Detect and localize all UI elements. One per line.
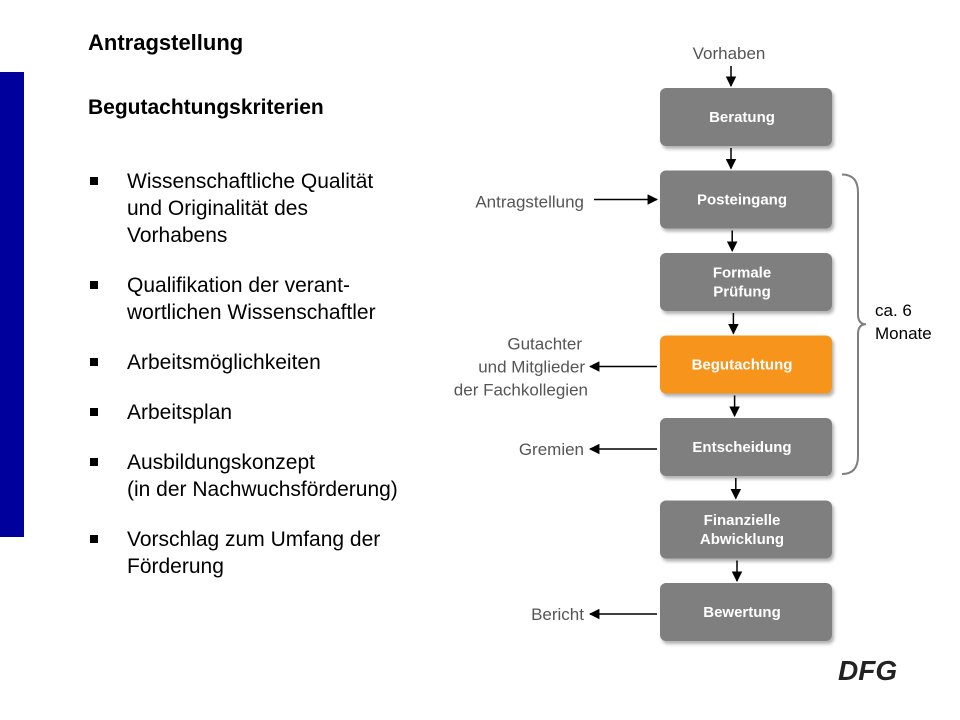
side-label: Bericht xyxy=(531,605,584,624)
side-label-group: Antragstellung xyxy=(475,193,659,212)
flow-step-box xyxy=(660,500,832,559)
side-label: Antragstellung xyxy=(475,193,584,212)
side-label: Gremien xyxy=(519,440,584,459)
flow-step: Beratung xyxy=(660,88,832,146)
page-title: Antragstellung xyxy=(88,30,244,55)
criteria-item-line: Ausbildungskonzept xyxy=(127,451,315,474)
flow-step-label: Begutachtung xyxy=(692,357,793,374)
bullet-icon xyxy=(90,358,98,366)
criteria-list: Wissenschaftliche Qualität und Originalit… xyxy=(88,168,448,603)
criteria-item-line: Wissenschaftliche Qualität xyxy=(127,170,374,193)
flow-step: Entscheidung xyxy=(660,418,832,476)
flow-step-box xyxy=(660,88,832,146)
bullet-icon xyxy=(90,177,98,185)
flow-step-box xyxy=(660,583,832,641)
side-label: und Mitglieder xyxy=(478,358,585,377)
duration-label: ca. 6 xyxy=(875,301,912,320)
flow-step-label: Entscheidung xyxy=(692,439,791,456)
criteria-item-line: Vorhabens xyxy=(127,224,228,247)
accent-bar xyxy=(0,72,24,537)
side-label-group: Gutachter und Mitglieder der Fachkollegien xyxy=(454,335,657,400)
bullet-icon xyxy=(90,408,98,416)
flow-step-box xyxy=(660,335,832,394)
side-label-group: Gremien xyxy=(519,440,657,459)
top-label: Vorhaben xyxy=(693,44,766,63)
flow-step: Bewertung xyxy=(660,583,832,641)
flow-step-label: Formale xyxy=(713,265,771,282)
dfg-logo-text: DFG xyxy=(838,655,897,686)
flow-step-box xyxy=(660,418,832,476)
duration-label: Monate xyxy=(875,324,932,343)
flow-step-label: Abwicklung xyxy=(700,531,784,548)
brace xyxy=(841,173,867,475)
criteria-item: Arbeitsplan xyxy=(88,399,448,426)
flow-step: Begutachtung xyxy=(660,335,832,394)
flow-step-box xyxy=(660,170,832,229)
criteria-item-line: Arbeitsplan xyxy=(127,401,233,424)
criteria-item: Ausbildungskonzept (in der Nachwuchsförde… xyxy=(88,449,448,503)
flow-step: Posteingang xyxy=(660,170,832,229)
criteria-item: Arbeitsmöglichkeiten xyxy=(88,349,448,376)
side-label: der Fachkollegien xyxy=(454,381,588,400)
criteria-item-line: wortlichen Wissenschaftler xyxy=(127,301,376,324)
bullet-icon xyxy=(90,535,98,543)
flow-step-label: Beratung xyxy=(709,109,775,126)
side-label-group: Bericht xyxy=(531,605,657,624)
criteria-item-line: Vorschlag zum Umfang der xyxy=(127,528,381,551)
flow-step-label: Finanzielle xyxy=(704,512,781,529)
criteria-item-line: Förderung xyxy=(127,555,224,578)
flow-step-label: Prüfung xyxy=(713,284,771,301)
flow-step-label: Bewertung xyxy=(703,604,781,621)
criteria-item-line: und Originalität des xyxy=(127,197,308,220)
bullet-icon xyxy=(90,281,98,289)
bullet-icon xyxy=(90,458,98,466)
criteria-item-line: (in der Nachwuchsförderung) xyxy=(127,478,398,501)
criteria-item-line: Arbeitsmöglichkeiten xyxy=(127,351,321,374)
side-label: Gutachter xyxy=(507,335,582,354)
criteria-item: Qualifikation der verant-wortlichen Wiss… xyxy=(88,272,448,326)
section-subtitle: Begutachtungskriterien xyxy=(88,96,324,119)
flow-step-box xyxy=(660,253,832,311)
flow-step-label: Posteingang xyxy=(697,192,787,209)
criteria-item: Wissenschaftliche Qualität und Originalit… xyxy=(88,168,448,249)
dfg-logo: DFG xyxy=(838,655,897,686)
criteria-item-line: Qualifikation der verant- xyxy=(127,274,350,297)
